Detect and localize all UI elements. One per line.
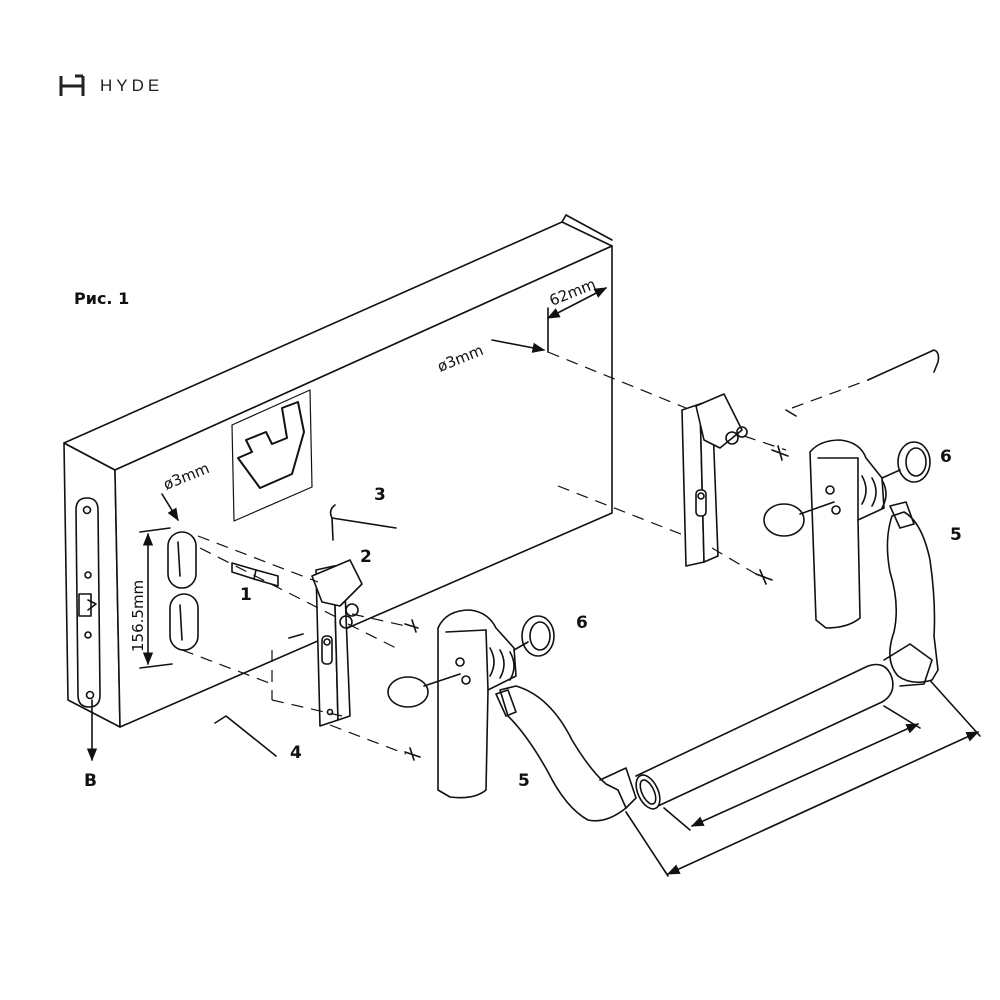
screw-left-middle bbox=[288, 633, 304, 639]
hyde-h-monogram-icon bbox=[59, 74, 85, 96]
ring-part-6-right bbox=[881, 441, 931, 483]
direction-arrow-sign bbox=[231, 389, 313, 522]
part-label-6-right: 6 bbox=[940, 447, 952, 467]
screw-right-middle bbox=[771, 445, 789, 461]
lever-arm-part-5-right bbox=[883, 501, 939, 687]
screw-right-lower bbox=[755, 569, 773, 585]
door-slot-cutouts bbox=[167, 531, 199, 651]
mortise-lock-plate bbox=[75, 497, 101, 762]
part-label-3: 3 bbox=[374, 485, 386, 505]
screw-right-upper bbox=[785, 409, 797, 417]
part-label-4: 4 bbox=[290, 743, 302, 763]
part-label-2: 2 bbox=[360, 547, 372, 567]
part-label-5-left: 5 bbox=[518, 771, 530, 791]
part-label-1: 1 bbox=[240, 585, 252, 605]
spindle-part-1 bbox=[231, 562, 279, 587]
backplate-part-2 bbox=[311, 559, 363, 727]
handle-base-left bbox=[387, 609, 517, 799]
ring-part-6-left bbox=[513, 615, 555, 657]
part-label-6-left: 6 bbox=[576, 613, 588, 633]
backplate-right bbox=[681, 393, 748, 567]
lever-arm-part-5-left bbox=[495, 685, 637, 822]
bar-outer-dimension-line bbox=[666, 731, 980, 875]
hex-key-part-4 bbox=[214, 715, 277, 757]
part-label-5-right: 5 bbox=[950, 525, 962, 545]
alignment-dashed-lines bbox=[181, 351, 869, 755]
brand-logo: HYDE bbox=[58, 74, 163, 98]
push-bar-tube bbox=[635, 663, 894, 810]
screw-left-upper bbox=[404, 619, 419, 633]
handle-base-right bbox=[763, 439, 887, 629]
part-label-b: B bbox=[84, 771, 97, 791]
hex-key-top-right bbox=[867, 349, 940, 381]
edge-offset-dimension-line bbox=[546, 287, 608, 319]
screw-left-lower bbox=[404, 747, 421, 761]
brand-name: HYDE bbox=[100, 76, 164, 95]
figure-caption: Рис. 1 bbox=[74, 289, 129, 308]
hole-spacing-label: 156.5mm bbox=[129, 580, 147, 652]
